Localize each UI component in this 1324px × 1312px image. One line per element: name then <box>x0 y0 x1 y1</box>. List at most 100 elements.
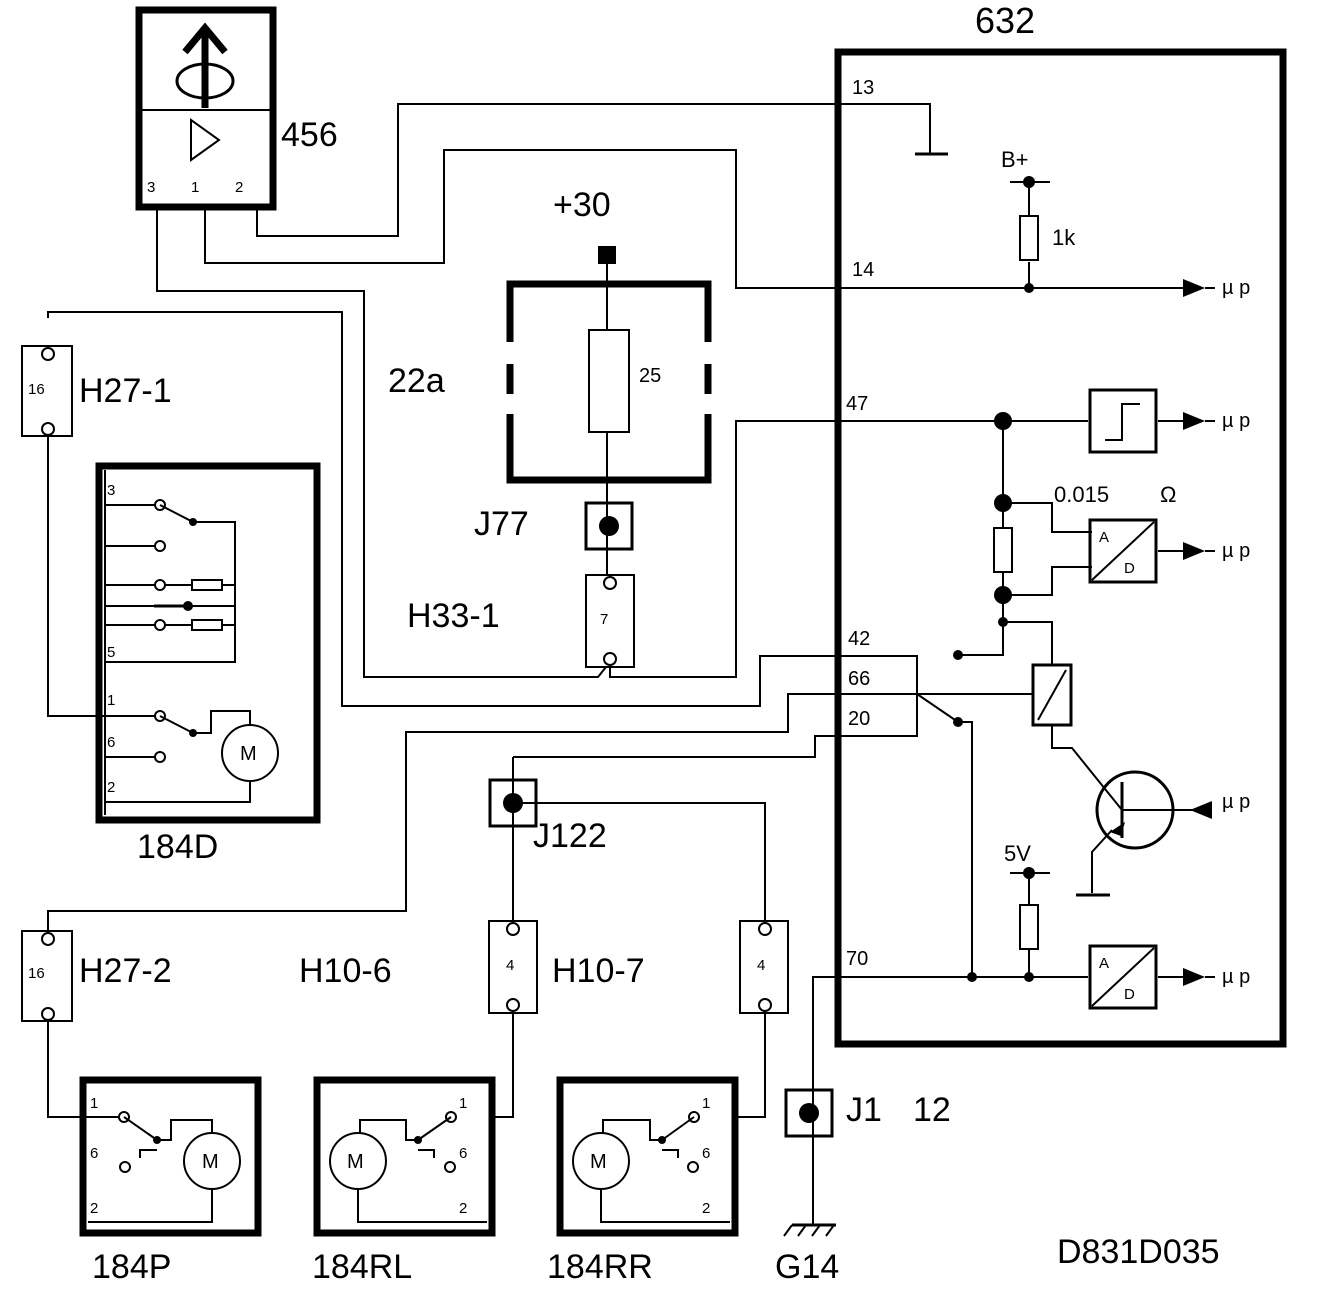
j77-label: J77 <box>474 505 529 543</box>
arrow-icon <box>1183 412 1205 430</box>
five-volt-label: 5V <box>1004 841 1031 866</box>
m184d-label: 184D <box>137 828 218 866</box>
motor-184rr: 1 6 2 M 184RR <box>547 1076 739 1286</box>
pin-14-label: 14 <box>852 259 874 281</box>
m184p-pin-6: 6 <box>90 1145 98 1162</box>
supply-label: +30 <box>553 186 611 224</box>
schmitt-trigger <box>1088 388 1158 454</box>
connector-h33-1: 7 H33-1 <box>407 574 635 668</box>
m184rl-pin-2: 2 <box>459 1200 467 1217</box>
ohm-symbol: Ω <box>1160 482 1176 507</box>
mu-p-output-1: µ p <box>1222 277 1250 299</box>
wires <box>47 103 1212 1237</box>
shunt-resistor <box>993 527 1013 573</box>
arrow-icon <box>1183 542 1205 560</box>
arrow-up-icon <box>182 22 228 55</box>
motor-184p: 1 6 2 M 184P <box>79 1076 262 1286</box>
sensor-pin-3: 3 <box>147 179 155 196</box>
h10-6-label: H10-6 <box>299 952 392 990</box>
arrow-icon <box>1183 968 1205 986</box>
relay-coil <box>1031 663 1073 727</box>
connector-h27-1: 16 H27-1 <box>21 345 172 437</box>
arrow-icon <box>1110 822 1125 836</box>
h27-2-label: H27-2 <box>79 952 172 990</box>
adc-1 <box>1088 518 1158 584</box>
h10-7-pin: 4 <box>757 957 765 974</box>
adc-2 <box>1088 944 1158 1010</box>
m184rl-label: 184RL <box>312 1248 412 1286</box>
junction-j122: J122 <box>488 778 607 855</box>
m184p-label: 184P <box>92 1248 171 1286</box>
output-transistor <box>1095 770 1175 850</box>
resistor-1k-label: 1k <box>1052 225 1076 250</box>
m184d-pin-5: 5 <box>107 644 115 661</box>
arrow-icon <box>1190 801 1212 819</box>
sensor-label: 456 <box>281 116 338 154</box>
connector-h27-2: 16 H27-2 <box>21 930 172 1022</box>
connector-h10-7: 4 H10-7 <box>552 920 789 1014</box>
h27-2-pin: 16 <box>28 965 45 982</box>
arrow-icon <box>1183 279 1205 297</box>
mu-p-output-4: µ p <box>1222 966 1250 988</box>
j122-label: J122 <box>533 817 607 855</box>
m184d-pin-1: 1 <box>107 692 115 709</box>
fuse-box-label: 22a <box>388 362 445 400</box>
m184rr-pin-6: 6 <box>702 1145 710 1162</box>
m184rr-pin-1: 1 <box>702 1095 710 1112</box>
adc-2-d: D <box>1124 986 1135 1003</box>
pullup-resistor-1k <box>1019 215 1039 261</box>
adc-2-a: A <box>1099 955 1109 972</box>
m184d-pin-2: 2 <box>107 779 115 796</box>
bplus-terminal <box>1023 176 1035 188</box>
pin-47-label: 47 <box>846 393 868 415</box>
pin-42-label: 42 <box>848 628 870 650</box>
m184d-pin-3: 3 <box>107 482 115 499</box>
sensor-456: 3 1 2 456 <box>135 6 338 211</box>
shunt-value-label: 0.015 <box>1054 482 1109 507</box>
ground-label: G14 <box>775 1248 839 1286</box>
fuse-number: 25 <box>639 365 661 387</box>
pin-66-label: 66 <box>848 668 870 690</box>
m184rl-motor-symbol: M <box>347 1151 364 1173</box>
h33-1-pin: 7 <box>600 611 608 628</box>
h33-1-label: H33-1 <box>407 597 500 635</box>
fuse-box-22a: +30 25 22a <box>388 186 712 484</box>
sensor-pin-1: 1 <box>191 179 199 196</box>
j1-pin-label: 12 <box>913 1091 951 1129</box>
pin-70-label: 70 <box>846 948 868 970</box>
adc-1-a: A <box>1099 529 1109 546</box>
sensor-pin-2: 2 <box>235 179 243 196</box>
fuse-25 <box>588 329 630 433</box>
adc-1-d: D <box>1124 560 1135 577</box>
m184rr-pin-2: 2 <box>702 1200 710 1217</box>
m184p-motor-symbol: M <box>202 1151 219 1173</box>
pullup-resistor-5v <box>1019 904 1039 950</box>
m184d-pin-6: 6 <box>107 734 115 751</box>
h27-1-pin: 16 <box>28 381 45 398</box>
h27-1-label: H27-1 <box>79 372 172 410</box>
amplifier-icon <box>190 118 221 162</box>
junction-j1: J1 12 <box>784 1088 951 1138</box>
m184rl-pin-6: 6 <box>459 1145 467 1162</box>
control-unit-label: 632 <box>975 0 1035 41</box>
m184rr-label: 184RR <box>547 1248 653 1286</box>
mu-p-input: µ p <box>1222 791 1250 813</box>
bplus-label: B+ <box>1001 147 1029 172</box>
m184d-motor-symbol: M <box>240 743 257 765</box>
control-unit-632: 632 13 14 47 42 66 20 70 B+ 1k µ p µ p 0… <box>834 0 1287 1048</box>
supply-terminal <box>598 246 616 264</box>
h10-6-pin: 4 <box>506 957 514 974</box>
motor-184d: 3 5 1 6 2 M 184D <box>95 462 321 866</box>
m184p-pin-1: 1 <box>90 1095 98 1112</box>
motor-184rl: 1 6 2 M 184RL <box>312 1076 496 1286</box>
mu-p-output-3: µ p <box>1222 540 1250 562</box>
connector-h10-6: 4 H10-6 <box>299 920 538 1014</box>
m184rr-motor-symbol: M <box>590 1151 607 1173</box>
junction-j77: J77 <box>474 501 634 551</box>
mu-p-output-2: µ p <box>1222 410 1250 432</box>
pin-20-label: 20 <box>848 708 870 730</box>
h10-7-label: H10-7 <box>552 952 645 990</box>
m184rl-pin-1: 1 <box>459 1095 467 1112</box>
pin-13-label: 13 <box>852 77 874 99</box>
